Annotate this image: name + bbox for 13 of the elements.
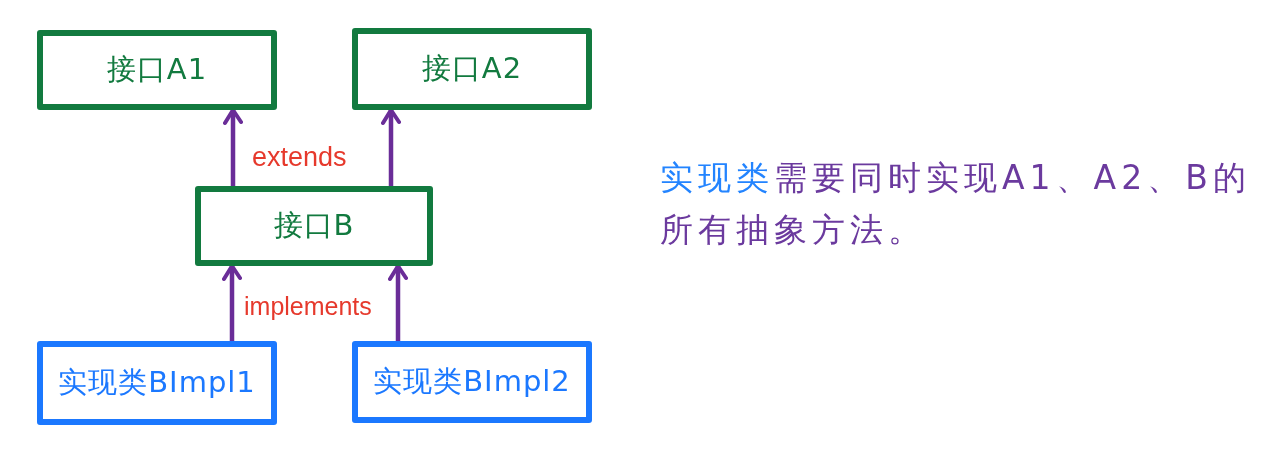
note-text: 实现类需要同时实现A1、A2、B的所有抽象方法。 [660,157,1252,251]
box-title: 接口B [273,207,355,244]
interface-box [195,186,433,266]
class-box [352,341,592,423]
box-title: 实现类BImpl1 [58,364,256,401]
relation-label: extends [252,142,347,173]
class-box [37,341,277,425]
relation-label: implements [244,292,372,321]
interface-box [37,30,277,110]
box-title: 接口A1 [106,51,208,88]
interface-box [352,28,592,110]
box-title: 接口A2 [421,50,523,87]
box-title: 实现类BImpl2 [373,363,571,400]
